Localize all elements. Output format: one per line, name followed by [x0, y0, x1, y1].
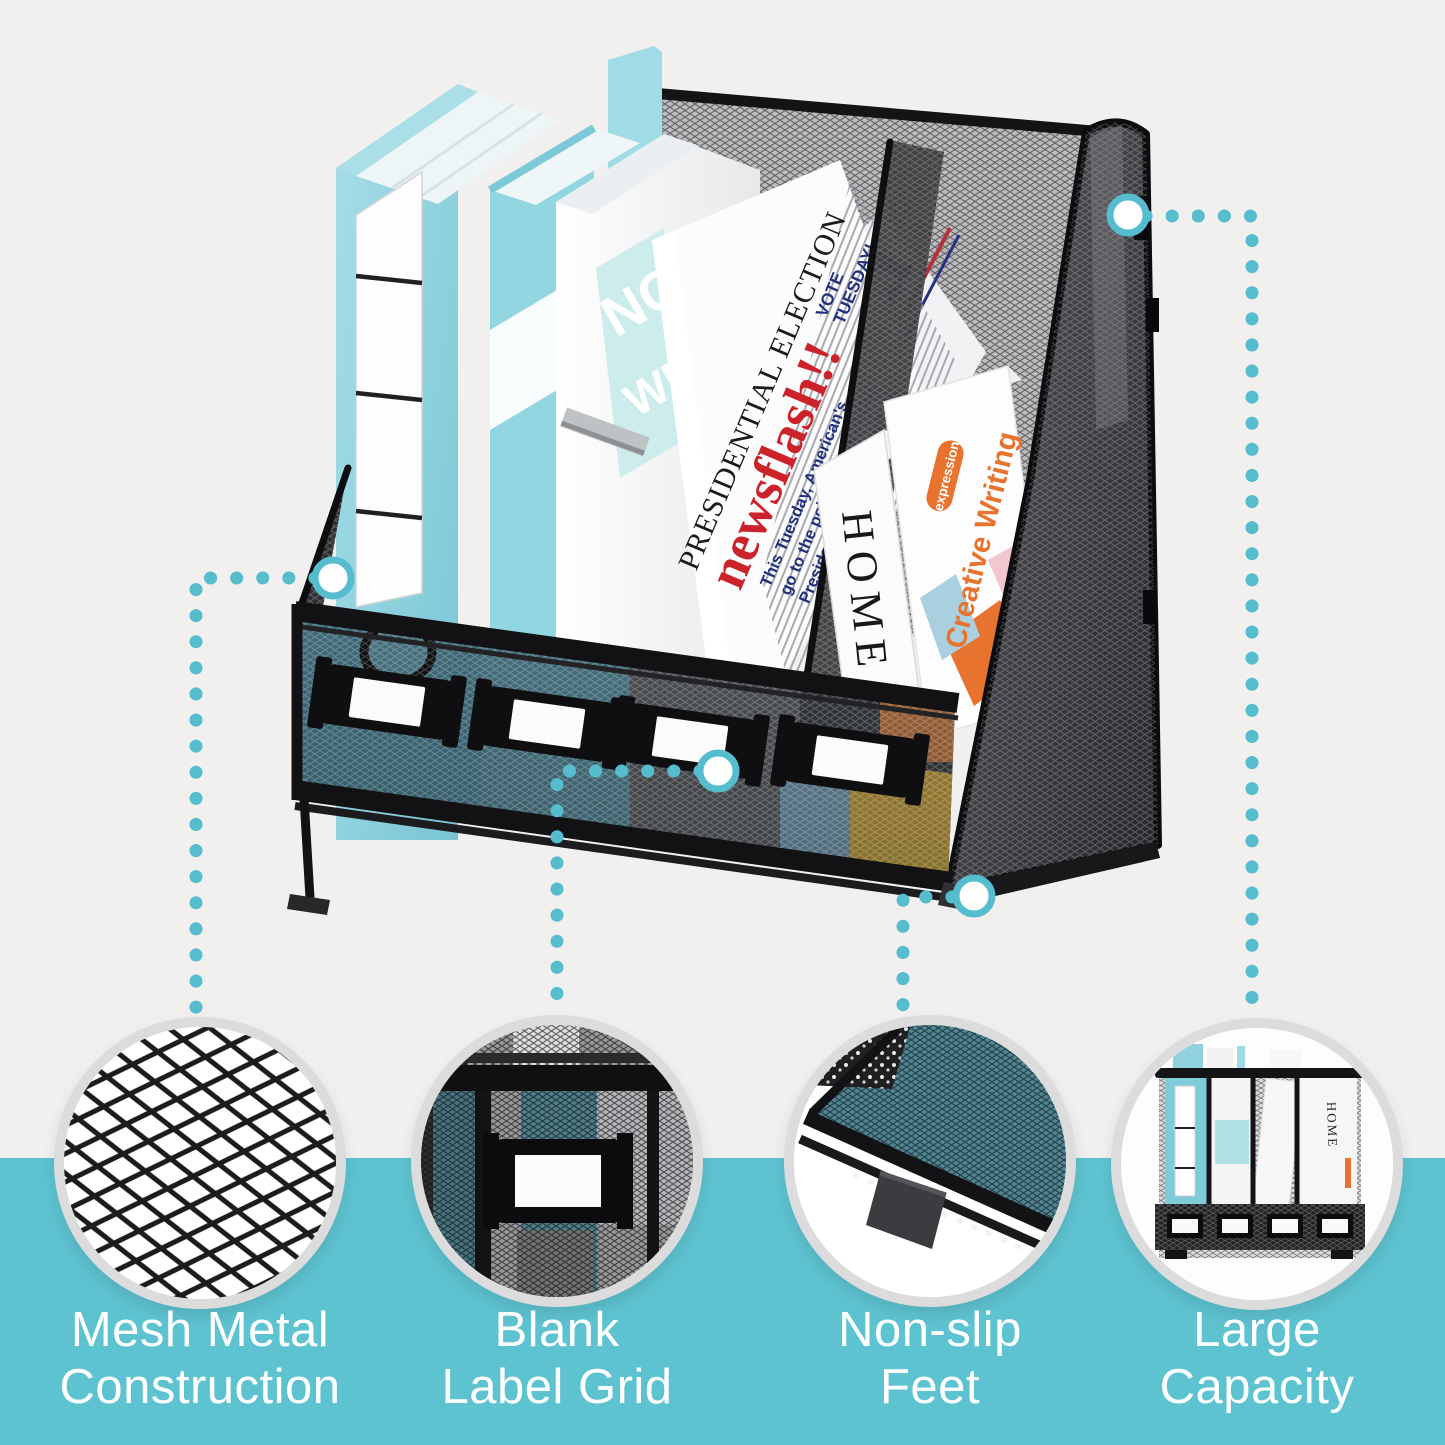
- left-foot: [287, 894, 330, 915]
- binder-blank-label-strip: [355, 170, 423, 608]
- feature-line: Blank: [494, 1303, 620, 1357]
- leader-line-capacity: [1139, 209, 1259, 1017]
- label-holder-4: [770, 714, 930, 806]
- marker-label: [696, 749, 740, 793]
- feature-line: Capacity: [1159, 1360, 1355, 1414]
- callout-markers: [311, 193, 1150, 918]
- wall-clip: [1143, 590, 1156, 624]
- inset-foot-closeup: [784, 1015, 1076, 1307]
- feature-label-capacity: Large Capacity: [1077, 1302, 1437, 1416]
- label-holder-1: [307, 656, 467, 748]
- mini-home-spine: HOME: [1324, 1102, 1341, 1149]
- feature-label-grid: Blank Label Grid: [377, 1302, 737, 1416]
- marker-feet: [952, 874, 996, 918]
- callout-leaders: [189, 209, 1259, 1017]
- marker-mesh: [311, 556, 355, 600]
- leader-line-label: [550, 764, 707, 1013]
- feature-line: Feet: [879, 1360, 981, 1414]
- label-holder-2: [467, 678, 627, 770]
- wall-clip: [1146, 298, 1159, 332]
- feature-label-mesh: Mesh Metal Construction: [20, 1302, 380, 1416]
- feature-line: Non-slip: [838, 1303, 1022, 1357]
- base-edge: [948, 842, 1160, 906]
- right-mesh-wall: [944, 118, 1162, 906]
- inset-label-grid-closeup: [411, 1015, 703, 1307]
- feature-line: Label Grid: [441, 1360, 673, 1414]
- left-leg: [299, 797, 315, 899]
- feature-line: Mesh Metal: [70, 1303, 330, 1357]
- marker-capacity: [1106, 193, 1150, 237]
- cover-blue-shape: [920, 574, 980, 660]
- feature-label-feet: Non-slip Feet: [750, 1302, 1110, 1416]
- divider-clip: [560, 407, 650, 457]
- feature-line: Construction: [59, 1360, 341, 1414]
- leader-line-feet: [896, 890, 959, 1013]
- inset-front-view-mini: HOME: [1111, 1018, 1403, 1310]
- inset-mesh-closeup: [54, 1017, 346, 1309]
- feature-line: Large: [1193, 1303, 1321, 1357]
